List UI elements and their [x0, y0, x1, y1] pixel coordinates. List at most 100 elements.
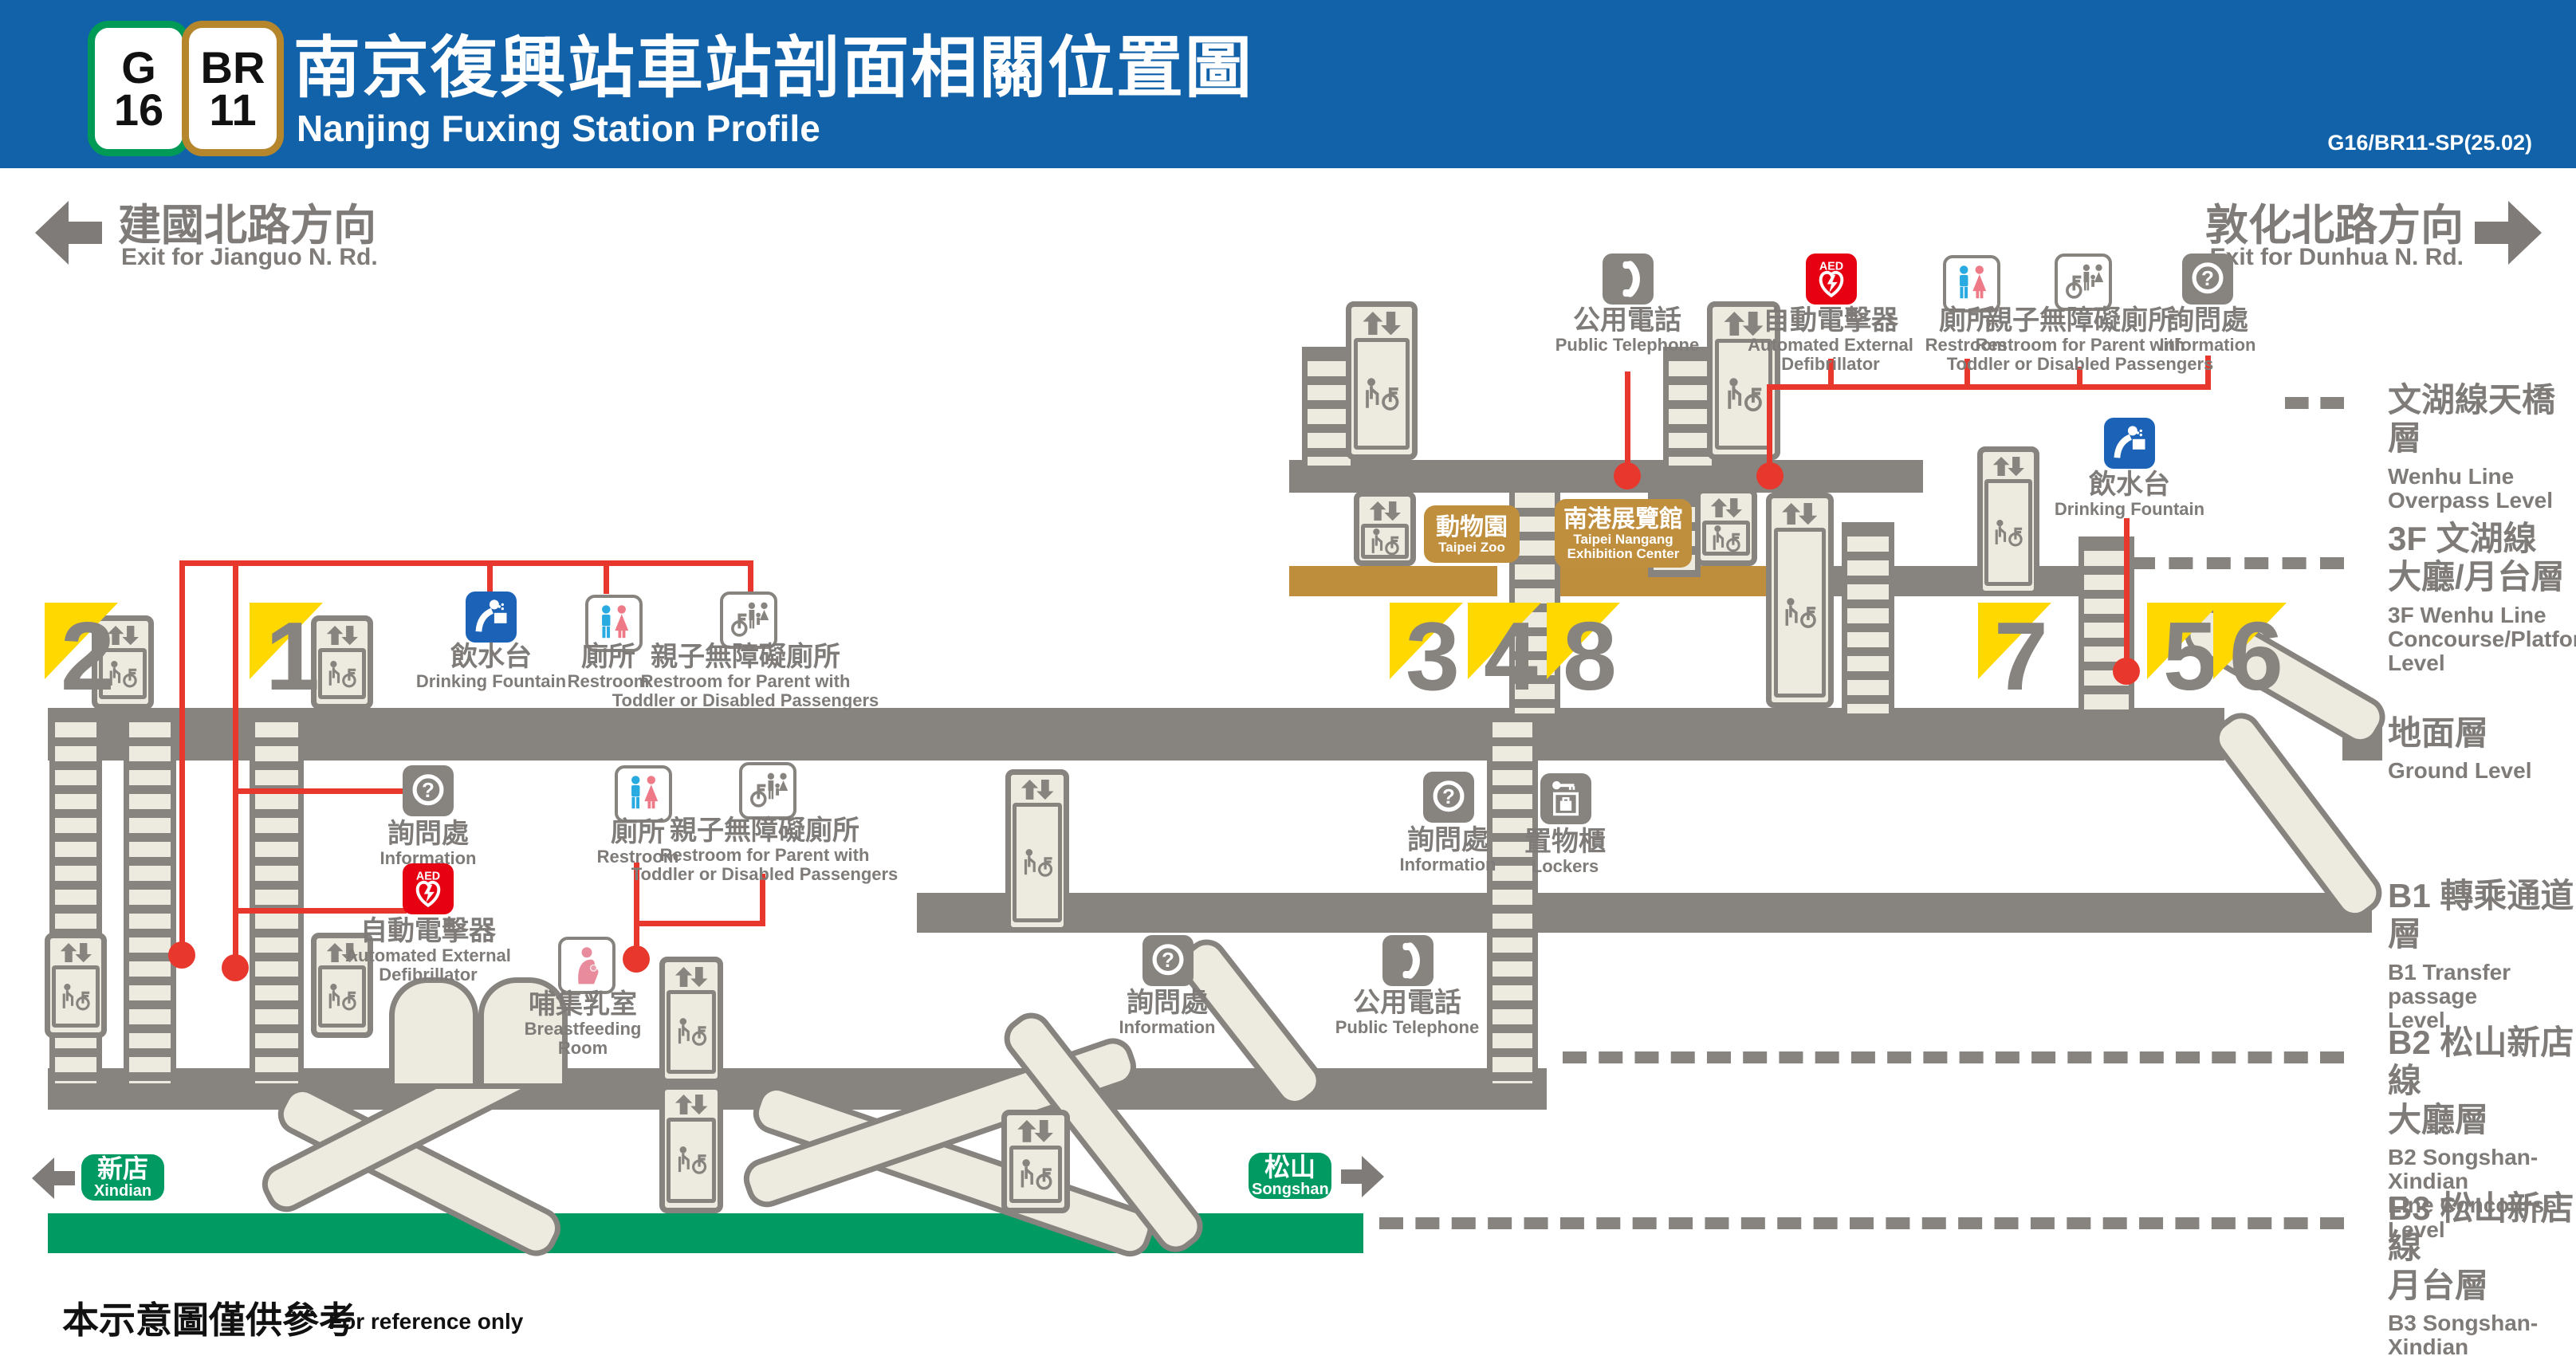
- elevator-accessibility-icon: [1366, 378, 1399, 411]
- facility-label-zh: 廁所: [581, 642, 635, 672]
- facility-label-en: Restroom: [596, 847, 679, 867]
- family-accessible-restroom-icon: [2055, 254, 2112, 311]
- elevator-cab-box: [1773, 528, 1827, 698]
- red-location-dot: [2113, 658, 2140, 685]
- page-title-en: Nanjing Fuxing Station Profile: [297, 108, 820, 149]
- wenhu-overpass-floor: [1289, 460, 1923, 493]
- elevator-accessibility-icon: [1024, 848, 1052, 877]
- elevator-cab-box: [1354, 338, 1410, 450]
- svg-text:?: ?: [2201, 266, 2214, 290]
- red-connector: [760, 874, 765, 926]
- exit-number: 6: [2229, 602, 2283, 710]
- terminus-arrow-icon: [1341, 1156, 1384, 1197]
- elevator-mid-ground-b1: [1005, 769, 1069, 933]
- terminus-badge-zh: 松山: [1264, 1153, 1316, 1182]
- direction-right-en: Exit for Dunhua N. Rd.: [2209, 244, 2464, 270]
- footer-note-en: For reference only: [328, 1309, 524, 1334]
- elevator-accessibility-icon: [678, 1146, 706, 1175]
- red-connector: [1964, 359, 1970, 389]
- exit-number: 4: [1484, 602, 1538, 710]
- facility-label-zh: 公用電話: [1573, 305, 1681, 336]
- destination-badge-taipei-zoo: 動物園 Taipei Zoo: [1424, 505, 1520, 563]
- exit-number: 5: [2163, 602, 2217, 710]
- information-icon: ?: [1423, 772, 1474, 823]
- red-location-dot: [222, 954, 249, 981]
- elevator-up-down-arrows-icon: [1021, 780, 1054, 800]
- facility-label-zh: 親子無障礙廁所: [651, 642, 840, 672]
- facility-label-zh: 廁所: [611, 817, 665, 847]
- elevator-up-down-arrows-icon: [1992, 457, 2024, 477]
- facility-label-en: Information: [380, 848, 477, 869]
- elevator-3f-ground-tall: [1766, 493, 1834, 708]
- svg-text:?: ?: [1442, 784, 1455, 808]
- elevator-up-down-arrows-icon: [1710, 498, 1742, 518]
- facility-label-information-overpass: 詢問處 Information: [2056, 305, 2359, 355]
- elevator-b1-b2-upper: [659, 957, 723, 1084]
- restroom-icon: [585, 595, 643, 652]
- red-connector: [238, 788, 407, 794]
- elevator-up-down-arrows-icon: [1369, 501, 1401, 521]
- exit-number: 2: [61, 602, 115, 710]
- elevator-cab-box: [1013, 803, 1062, 922]
- line-badge-number: 16: [113, 85, 164, 135]
- family-accessible-restroom-icon: [720, 592, 777, 649]
- right-direction-arrow-icon: [2475, 201, 2542, 265]
- elevator-up-down-arrows-icon: [107, 626, 139, 646]
- elevator-cab-box: [667, 990, 716, 1074]
- red-location-dot: [1756, 462, 1784, 489]
- facility-label-zh: 置物櫃: [1524, 827, 1606, 857]
- facility-label-information-b2: 詢問處 Information: [1016, 988, 1319, 1037]
- facility-label-en: Public Telephone: [1555, 335, 1700, 356]
- elevator-overpass-left: [1346, 301, 1418, 460]
- terminus-badge-en: Xindian: [93, 1181, 152, 1200]
- header-bar: G 16 BR 11 南京復興站車站剖面相關位置圖 Nanjing Fuxing…: [0, 0, 2576, 168]
- facility-label-en: Restroom: [567, 671, 650, 692]
- stairs-exit1: [250, 708, 304, 1089]
- elevator-accessibility-icon: [329, 660, 357, 688]
- elevator-3f-exit7: [1977, 446, 2039, 596]
- facility-label-zh: 詢問處: [387, 819, 469, 849]
- b1-transfer-passage-floor: [917, 893, 2372, 933]
- elevator-overpass-right: [1707, 301, 1780, 460]
- line-badge-number: 11: [209, 85, 257, 135]
- public-telephone-icon: [1603, 254, 1654, 305]
- elevator-up-down-arrows-icon: [326, 943, 358, 963]
- exit-number: 8: [1563, 602, 1617, 710]
- red-connector: [238, 908, 407, 914]
- elevator-overpass-3f-right: [1695, 488, 1757, 566]
- restroom-icon: [615, 765, 672, 823]
- elevator-exit2-b2: [45, 933, 107, 1038]
- facility-label-zh: 自動電擊器: [1763, 305, 1898, 336]
- elevator-up-down-arrows-icon: [1363, 312, 1401, 336]
- family-accessible-restroom-icon: [739, 762, 796, 819]
- svg-text:AED: AED: [1819, 260, 1843, 273]
- 3f-level-dash: [2131, 557, 2344, 569]
- red-connector: [1767, 384, 2211, 390]
- line-badge-g16: G 16: [88, 21, 190, 156]
- destination-badge-zh: 南港展覽館: [1563, 505, 1683, 533]
- facility-label-en: Drinking Fountain: [415, 671, 567, 692]
- facility-label-zh: 哺集乳室: [529, 989, 637, 1020]
- elevator-up-down-arrows-icon: [60, 943, 92, 963]
- exit-number: 7: [1994, 602, 2048, 710]
- destination-badge-zh: 動物園: [1436, 513, 1508, 540]
- b3-level-dash: [1379, 1217, 2344, 1229]
- elevator-accessibility-icon: [1713, 525, 1741, 552]
- line-badge-letter: BR: [200, 41, 265, 92]
- svg-text:AED: AED: [416, 870, 440, 882]
- floor-label-zh: B3 松山新店線月台層: [2388, 1189, 2574, 1304]
- terminus-arrow-icon: [32, 1158, 75, 1199]
- facility-label-restroom-exit1: 廁所 Restroom: [457, 642, 760, 692]
- destination-badge-en: Taipei Nangang: [1573, 531, 1673, 547]
- red-location-dot: [1614, 462, 1641, 489]
